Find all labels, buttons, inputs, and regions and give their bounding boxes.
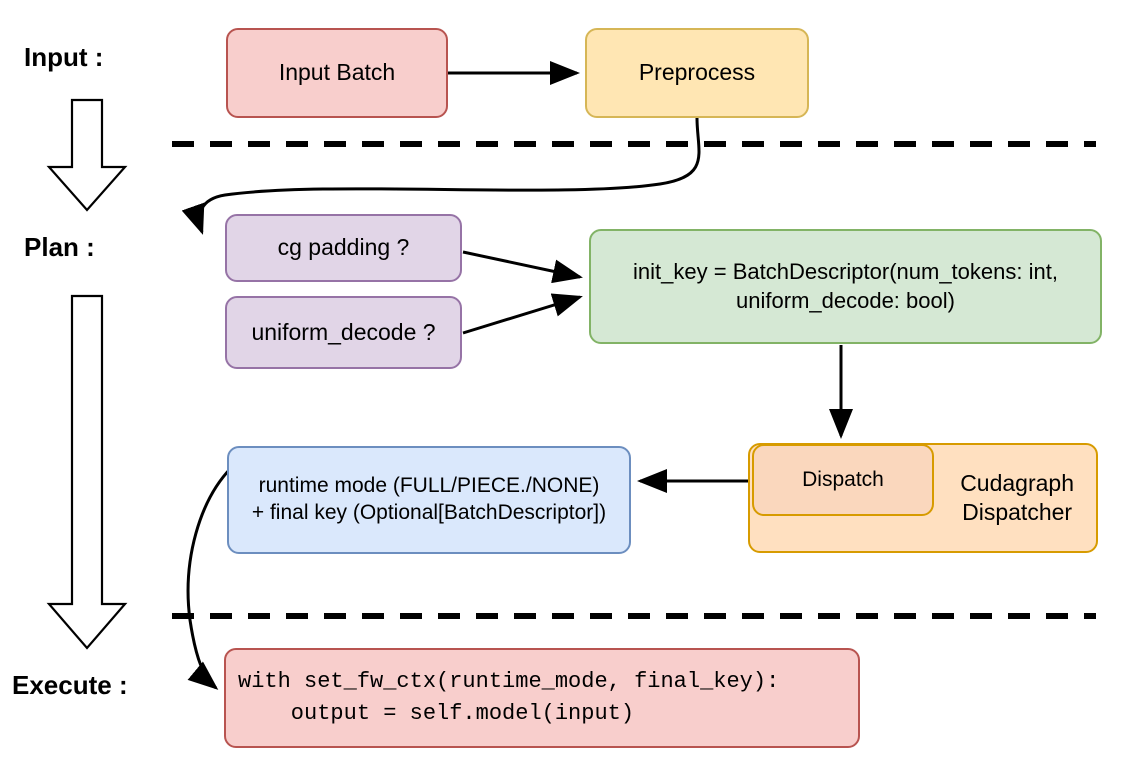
stage-label-plan: Plan : — [24, 232, 95, 262]
node-preprocess[interactable]: Preprocess — [585, 28, 809, 118]
node-init-key-line-2: uniform_decode: bool) — [736, 287, 955, 313]
edge-uniform-decode-to-init-key — [462, 293, 583, 335]
node-input-batch-label: Input Batch — [278, 59, 396, 86]
edge-cg-padding-to-init-key — [462, 250, 583, 284]
plan-to-execute-block-arrow — [46, 294, 128, 650]
node-cg-padding-label: cg padding ? — [277, 234, 410, 261]
node-dispatch[interactable]: Dispatch — [752, 444, 934, 516]
node-runtime-mode-label: runtime mode (FULL/PIECE./NONE) + final … — [244, 473, 614, 527]
node-init-key[interactable]: init_key = BatchDescriptor(num_tokens: i… — [589, 229, 1102, 344]
node-execute-code[interactable]: with set_fw_ctx(runtime_mode, final_key)… — [224, 648, 860, 748]
node-cudagraph-dispatcher-label: Cudagraph Dispatcher — [952, 445, 1096, 528]
node-cg-padding[interactable]: cg padding ? — [225, 214, 462, 282]
node-runtime-mode[interactable]: runtime mode (FULL/PIECE./NONE) + final … — [227, 446, 631, 554]
stage-label-input: Input : — [24, 42, 104, 72]
edge-preprocess-to-cg-padding — [181, 117, 701, 235]
edge-runtime-mode-to-execute-code — [186, 466, 233, 690]
node-runtime-mode-line-1: runtime mode (FULL/PIECE./NONE) — [258, 474, 600, 498]
node-execute-code-text: with set_fw_ctx(runtime_mode, final_key)… — [238, 669, 780, 726]
node-uniform-decode[interactable]: uniform_decode ? — [225, 296, 462, 369]
node-init-key-line-1: init_key = BatchDescriptor(num_tokens: i… — [633, 259, 1058, 285]
stage-label-execute: Execute : — [12, 670, 128, 700]
node-dispatch-label: Dispatch — [802, 467, 884, 491]
node-runtime-mode-line-2: + final key (Optional[BatchDescriptor]) — [251, 501, 607, 524]
node-init-key-label: init_key = BatchDescriptor(num_tokens: i… — [625, 258, 1066, 314]
node-input-batch[interactable]: Input Batch — [226, 28, 448, 118]
node-cudagraph-dispatcher-line-1: Cudagraph — [960, 470, 1074, 496]
input-to-plan-block-arrow — [46, 98, 128, 212]
node-uniform-decode-label: uniform_decode ? — [251, 318, 436, 345]
node-preprocess-label: Preprocess — [638, 59, 756, 86]
node-cudagraph-dispatcher-line-2: Dispatcher — [962, 499, 1073, 526]
